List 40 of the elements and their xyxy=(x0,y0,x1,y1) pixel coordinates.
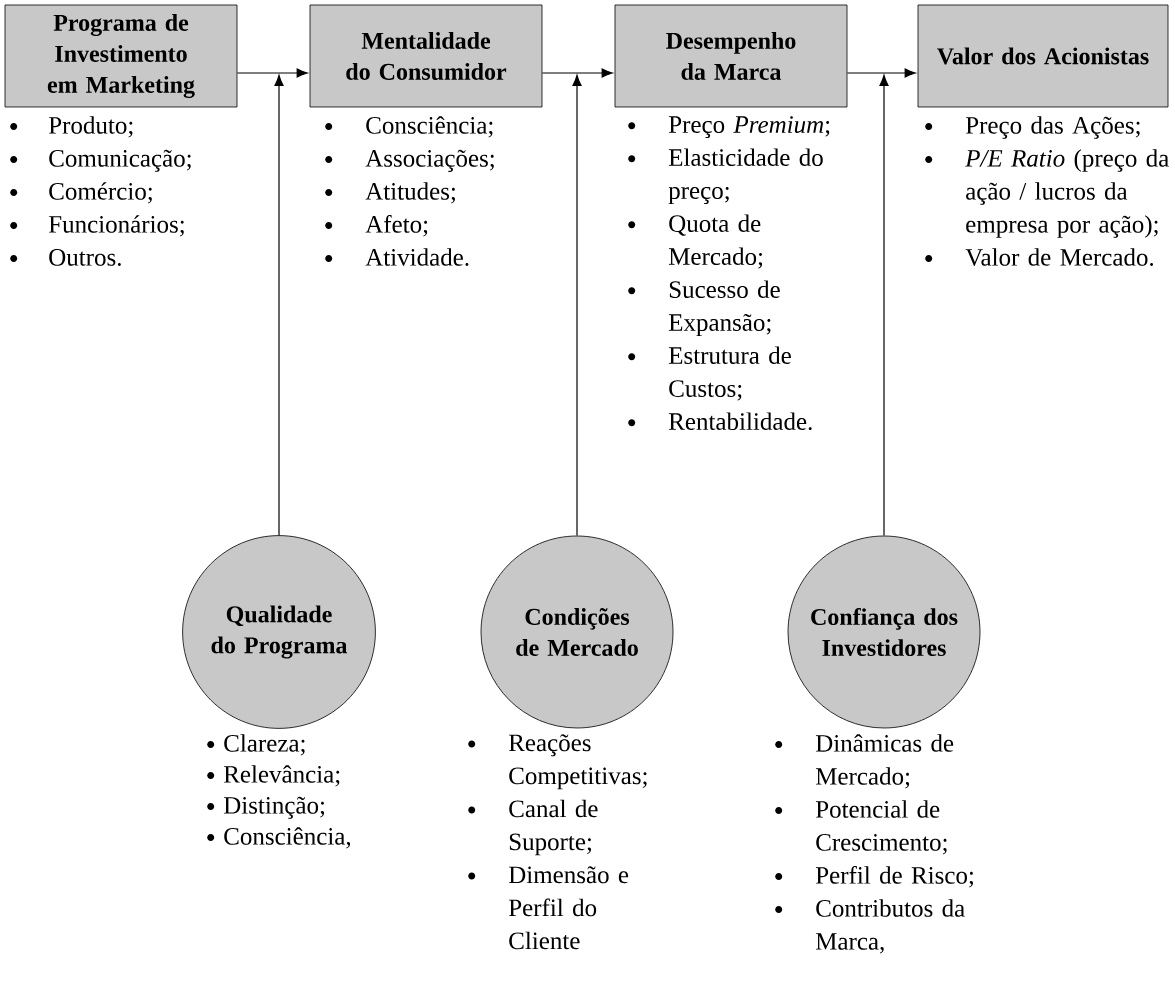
bullet-item: Atitudes; xyxy=(365,182,455,204)
arrow xyxy=(236,68,308,78)
bullet-item: Preço das Ações; xyxy=(965,116,1140,139)
bullet-item: Preço Premium; xyxy=(668,116,830,139)
bullet-item: Relevância; xyxy=(223,765,340,787)
bullet-item: Consciência, xyxy=(224,827,351,849)
bullet-item: Sucesso de Expansão; xyxy=(668,280,780,337)
arrow xyxy=(274,74,284,536)
bullet-item: Quota de Mercado; xyxy=(668,214,763,269)
bullet-item: Associações; xyxy=(365,149,494,172)
bullet-item: P/E Ratio (preço da ação / lucros da empresa por ação); xyxy=(965,149,1169,238)
process-box: Mentalidade do Consumidor xyxy=(309,4,543,108)
bullet-item: Rentabilidade. xyxy=(668,412,812,431)
bullet-item: Afeto; xyxy=(365,215,428,237)
bullet-item: Contributos da Marca, xyxy=(815,899,965,954)
arrow xyxy=(572,74,582,537)
bullet-item: Comércio; xyxy=(49,182,152,204)
bullet-item: Comunicação; xyxy=(49,149,191,172)
bullet-item: Produto; xyxy=(48,116,133,138)
process-box: Desempenho da Marca xyxy=(614,4,848,108)
bullet-item: Reações Competitivas; xyxy=(508,734,647,790)
arrow xyxy=(846,68,916,78)
process-box: Programa de Investimento em Marketing xyxy=(4,4,238,108)
arrow xyxy=(541,68,613,78)
bullet-item: Perfil de Risco; xyxy=(815,866,973,888)
bullet-item: Distinção; xyxy=(223,796,325,819)
bullet-item: Elasticidade do preço; xyxy=(668,148,823,205)
bullet-item: Outros. xyxy=(49,249,121,266)
bullet-item: Potencial de Crescimento; xyxy=(815,800,947,855)
bullet-item: Dimensão e Perfil do Cliente xyxy=(508,866,629,950)
bullet-item: Clareza; xyxy=(224,734,305,756)
bullet-item: Canal de Suporte; xyxy=(509,799,598,856)
arrow xyxy=(879,74,889,537)
process-box: Valor dos Acionistas xyxy=(917,4,1169,108)
bullet-item: Estrutura de Custos; xyxy=(668,346,791,401)
bullet-item: Valor de Mercado. xyxy=(965,248,1154,266)
bullet-item: Funcionários; xyxy=(48,215,184,237)
bullet-item: Atividade. xyxy=(365,248,469,266)
bullet-item: Dinâmicas de Mercado; xyxy=(815,734,954,789)
bullet-item: Consciência; xyxy=(366,116,493,138)
